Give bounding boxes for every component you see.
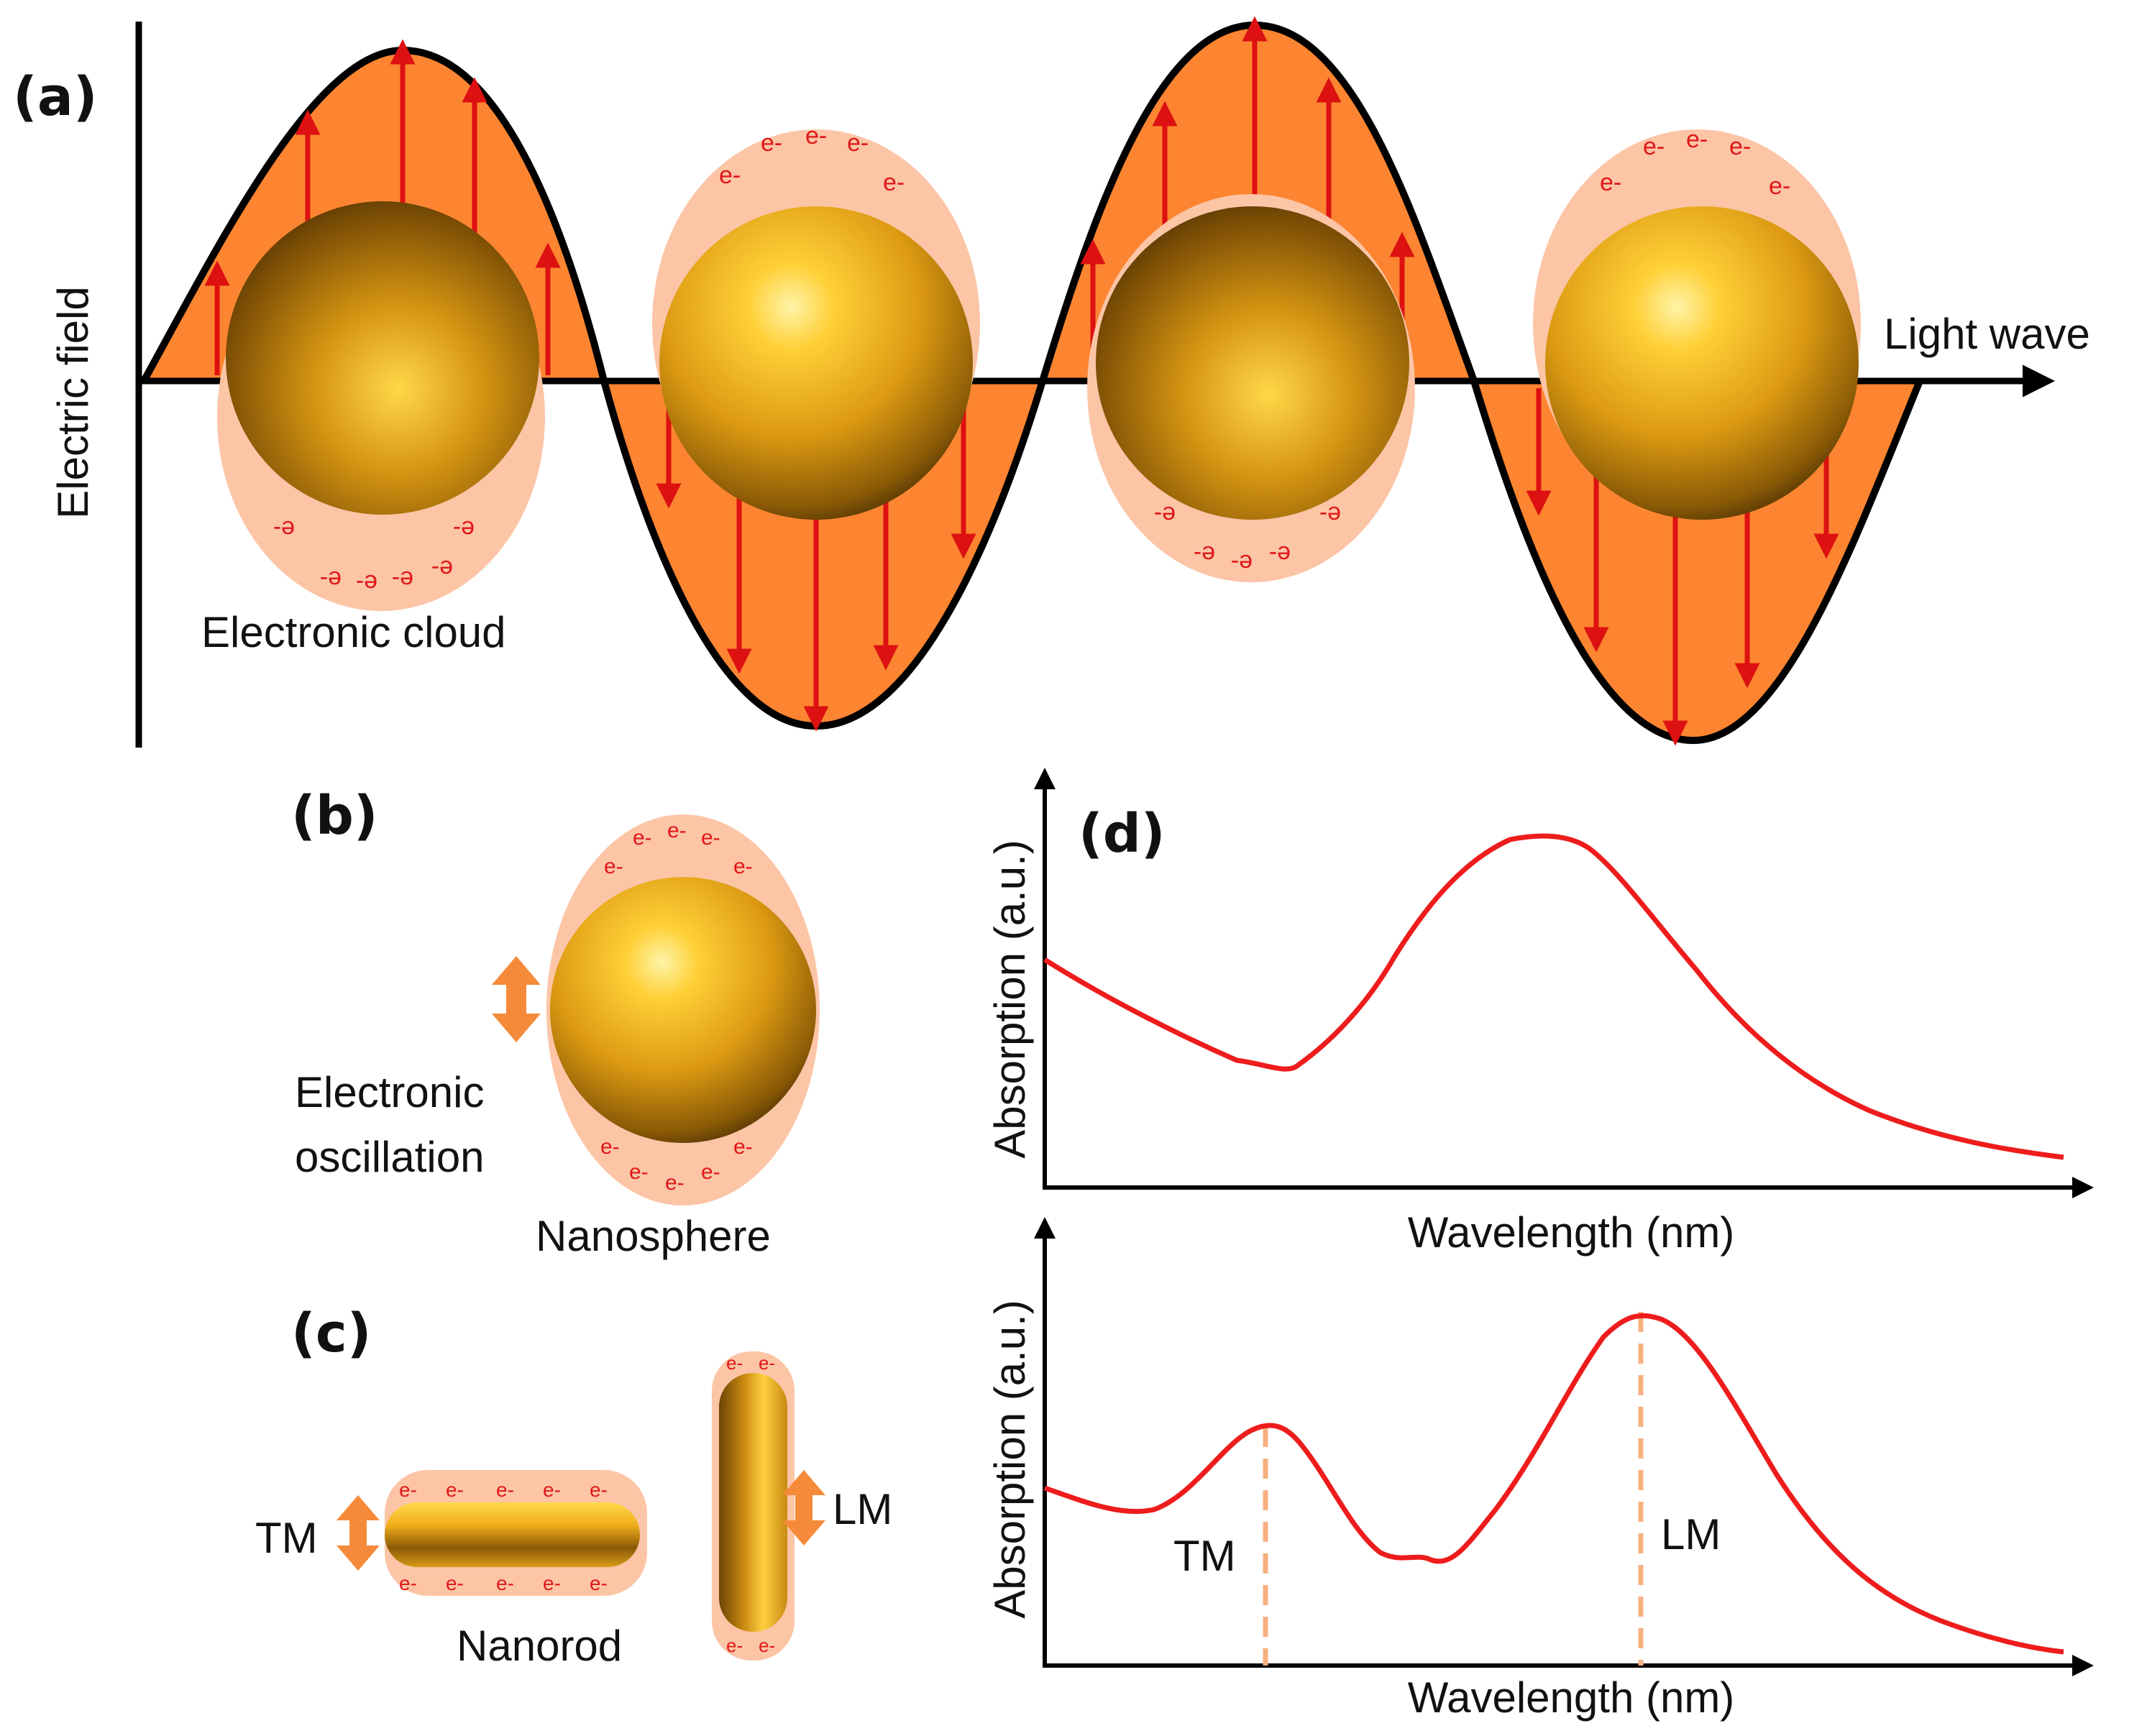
electronic-oscillation-label-line1: Electronic [295,1068,484,1116]
panel-c: (c) e- e- e- e- e- e- e- e- e- e- TM Nan… [255,1303,892,1670]
electron: e- [759,1352,775,1374]
electron: e- [392,566,413,593]
electron: e- [1319,501,1341,528]
electron: e- [496,1572,514,1594]
gold-nanosphere [1096,206,1409,520]
electron: e- [446,1572,464,1594]
electronic-oscillation-label-line2: oscillation [295,1133,484,1181]
panel-a-label: (a) [13,66,98,128]
absorption-plot-bottom: Absorption (a.u.) Wavelength (nm) TM LM [986,1217,2094,1722]
electron: e- [719,162,741,189]
electron: e- [633,826,652,850]
gold-nanorod-horizontal [385,1502,640,1567]
electrons-group: e- e- e- e- e- e- e- e- e- e- [399,1479,608,1594]
electron: e- [759,1635,775,1656]
gold-nanosphere [659,206,973,520]
electron: e- [356,569,377,597]
gold-nanosphere [226,201,539,515]
electron: e- [761,129,782,157]
electron: e- [590,1479,608,1501]
electron: e- [847,129,869,157]
electron: e- [667,819,687,842]
x-axis-label: Wavelength (nm) [1408,1673,1735,1722]
panel-b-label: (b) [291,785,378,847]
electron: e- [883,169,905,196]
electron: e- [273,515,295,543]
electrons-group: e- e- e- e- [726,1352,775,1656]
electron: e- [1194,541,1215,568]
electron: e- [543,1572,561,1594]
lm-peak-label: LM [1661,1510,1721,1558]
electron: e- [1769,173,1790,200]
electron: e- [1231,549,1253,577]
y-axis-label: Absorption (a.u.) [986,1300,1034,1619]
nanosphere-label: Nanosphere [536,1212,771,1260]
electron: e- [726,1635,743,1656]
absorption-curve [1043,1313,2064,1655]
tm-oscillation-arrow-icon [337,1495,380,1571]
electron: e- [600,1135,620,1159]
electron: e- [1643,133,1665,160]
panel-d: (d) Absorption (a.u.) Wavelength (nm) Ab… [986,768,2094,1722]
panel-a: (a) Ligh [13,16,2090,748]
electron: e- [629,1160,649,1184]
electron: e- [604,855,623,878]
electron: e- [1600,169,1621,196]
electronic-cloud-label: Electronic cloud [201,608,506,656]
electron: e- [733,1135,753,1159]
electron: e- [431,555,453,582]
lm-label: LM [833,1485,892,1533]
electron: e- [1269,541,1291,568]
nanorod-label: Nanorod [457,1622,622,1670]
electric-field-label: Electric field [49,286,97,518]
tm-label: TM [255,1514,318,1562]
electron: e- [496,1479,514,1501]
electron: e- [453,515,475,543]
electron: e- [399,1479,417,1501]
tm-peak-label: TM [1173,1532,1236,1580]
electrons-group: e- e- e- e- e- e- e- e- e- e- [600,819,753,1195]
x-axis-label: Wavelength (nm) [1408,1208,1735,1257]
electron: e- [701,826,720,850]
panel-d-label: (d) [1079,803,1166,865]
electron: e- [1686,126,1708,153]
gold-nanosphere [550,877,816,1143]
electrons-group: e- e- e- e- e- e- e- e- e- e- e- e- e- e… [273,122,1790,597]
electron: e- [543,1479,561,1501]
electron: e- [805,122,827,150]
absorption-plot-top: Absorption (a.u.) Wavelength (nm) [986,768,2094,1257]
electron: e- [1154,501,1176,528]
light-wave-label: Light wave [1884,310,2090,358]
electron: e- [320,566,342,593]
absorption-curve [1043,833,2064,1160]
panel-b: (b) e- e- e- e- e- e- e- e- e- e- Electr… [291,785,820,1260]
y-axis-label: Absorption (a.u.) [986,840,1034,1159]
electron: e- [399,1572,417,1594]
electron: e- [590,1572,608,1594]
electron: e- [1729,133,1751,160]
gold-nanorod-vertical [719,1373,787,1632]
oscillation-arrow-icon [492,956,541,1042]
gold-nanosphere [1545,206,1859,520]
panel-c-label: (c) [291,1303,372,1364]
lm-oscillation-arrow-icon [782,1470,825,1546]
electron: e- [726,1352,743,1374]
electron: e- [665,1171,685,1195]
electron: e- [701,1160,720,1184]
electron: e- [446,1479,464,1501]
electron: e- [733,855,753,878]
